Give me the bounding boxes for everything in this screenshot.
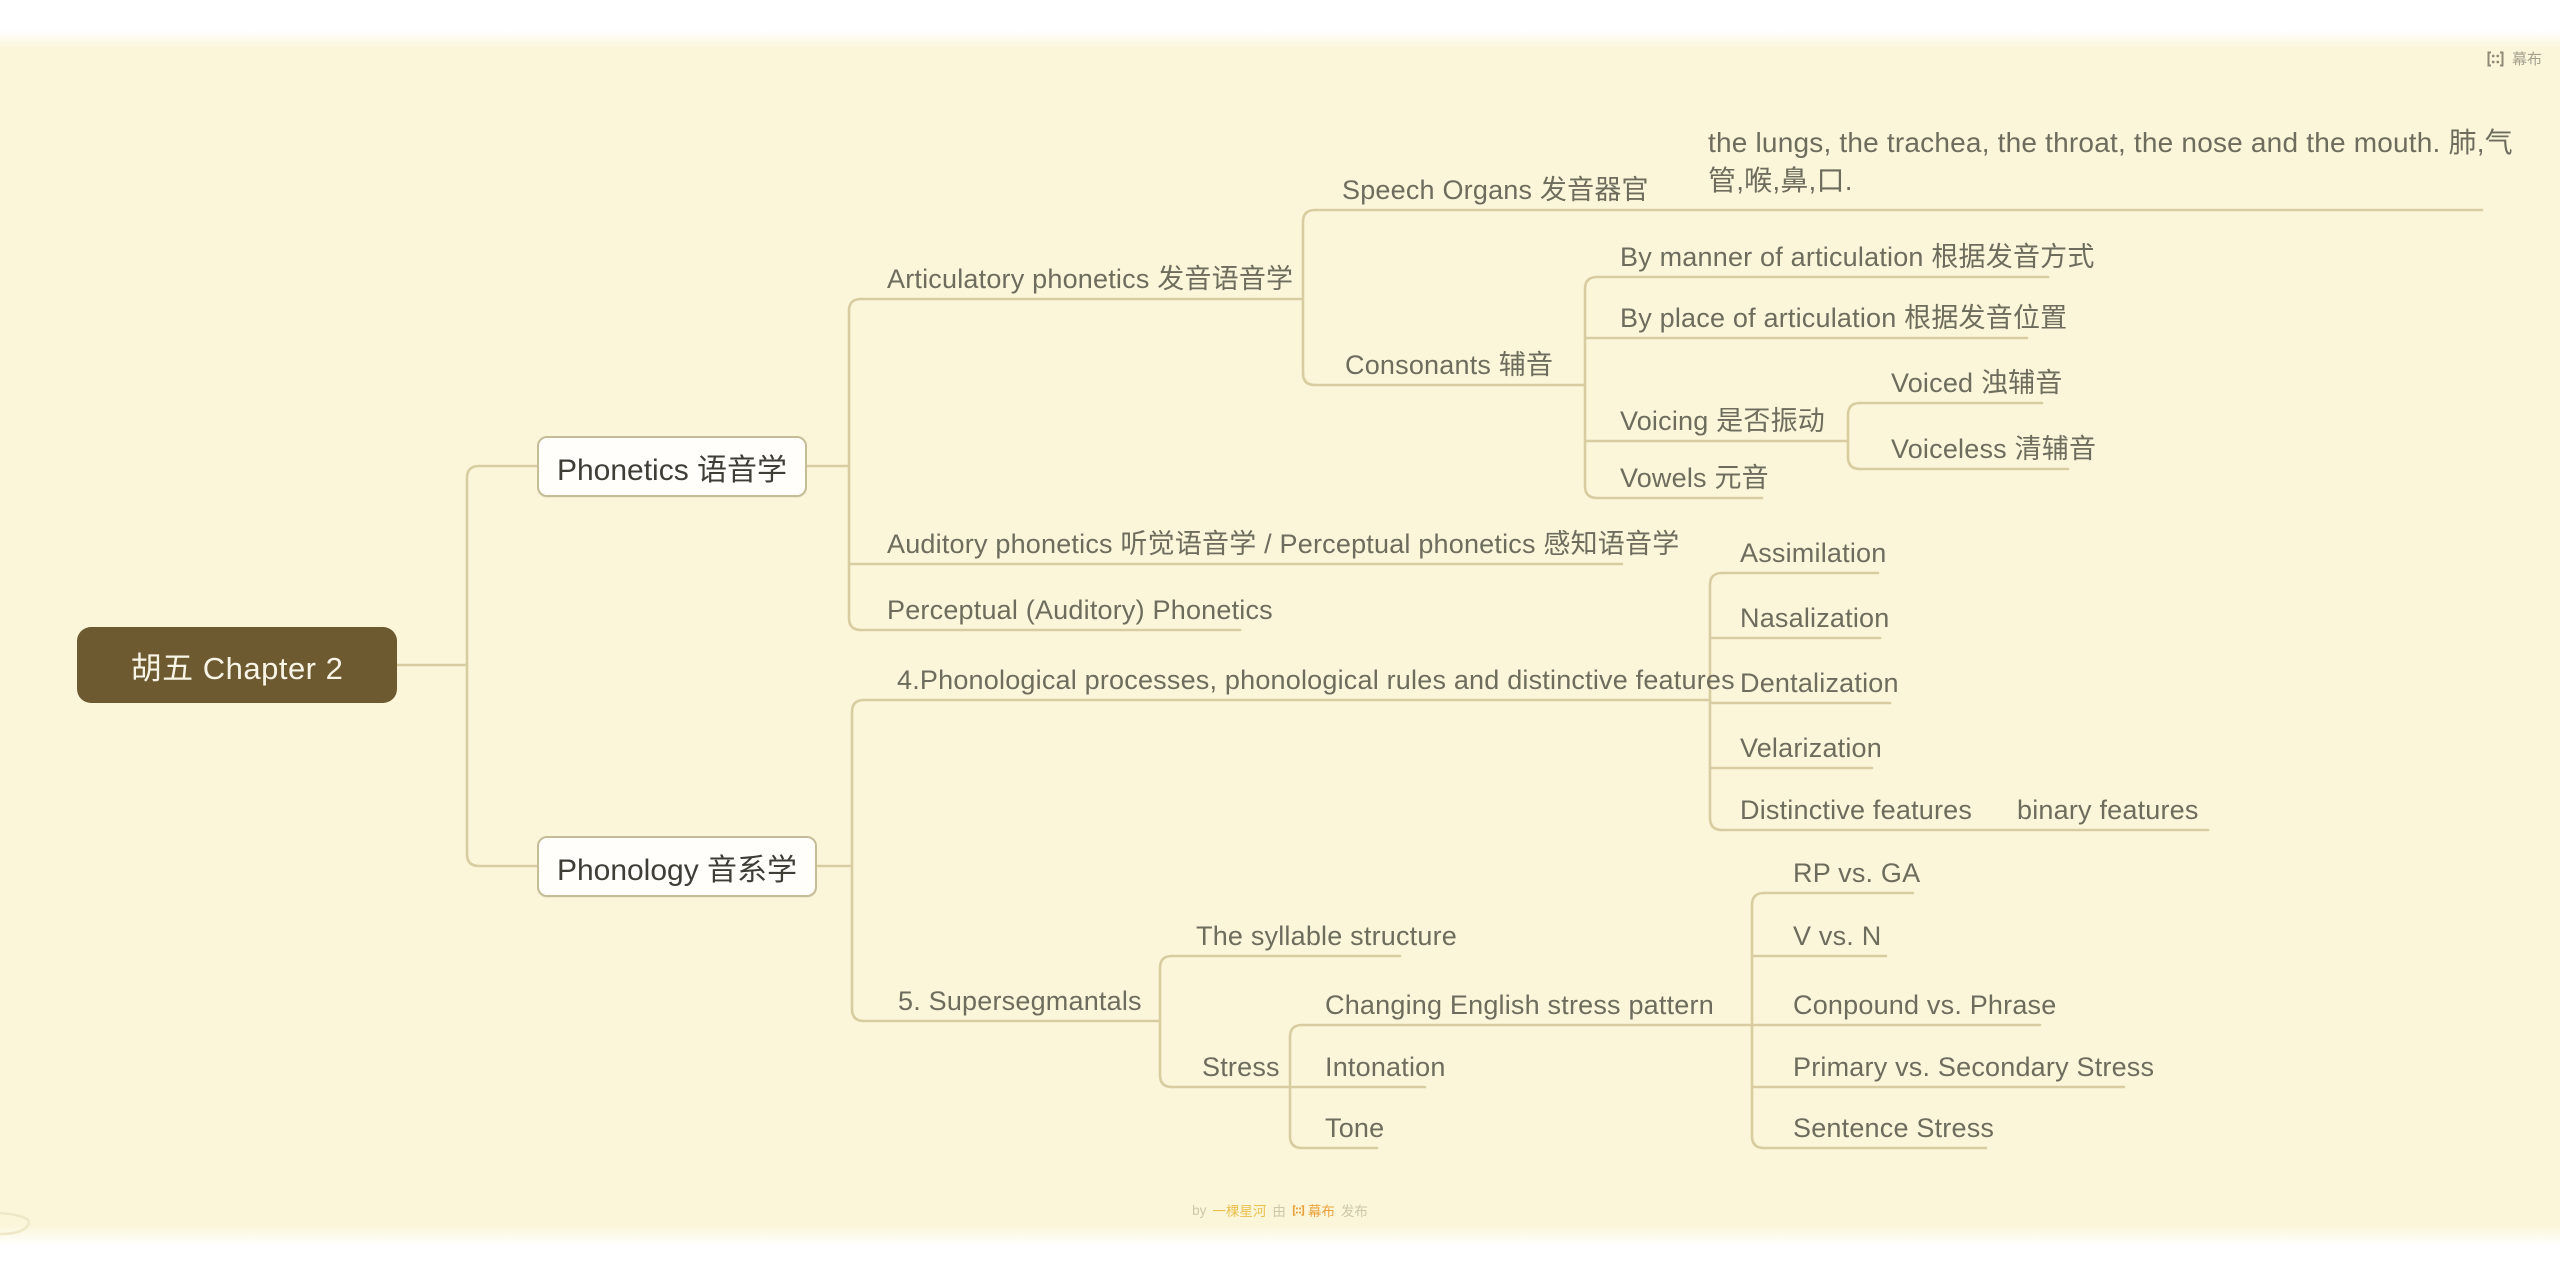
node-phonological-processes[interactable]: 4.Phonological processes, phonological r… [897, 665, 1735, 695]
node-dentalization[interactable]: Dentalization [1740, 668, 1899, 698]
node-sentence-stress[interactable]: Sentence Stress [1793, 1113, 1995, 1143]
node-compound-vs-phrase[interactable]: Conpound vs. Phrase [1793, 990, 2057, 1020]
mubu-logo-icon [2487, 51, 2504, 66]
watermark-author: 一棵星河 [1212, 1204, 1267, 1219]
node-root-label: 胡五 Chapter 2 [130, 650, 344, 686]
node-phonology-label: Phonology 音系学 [556, 853, 798, 887]
node-voiceless[interactable]: Voiceless 清辅音 [1891, 434, 2097, 464]
node-primary-vs-secondary-stress[interactable]: Primary vs. Secondary Stress [1793, 1052, 2155, 1082]
watermark-brand: 幕布 [1307, 1204, 1335, 1219]
publish-watermark[interactable]: by 一棵星河 由 幕布 发布 [0, 1200, 2560, 1220]
mindmap-canvas[interactable] [0, 30, 2560, 1246]
node-root[interactable]: 胡五 Chapter 2 [77, 627, 397, 703]
node-syllable-structure[interactable]: The syllable structure [1196, 921, 1458, 951]
node-changing-stress-pattern[interactable]: Changing English stress pattern [1325, 990, 1714, 1020]
node-phonetics[interactable]: Phonetics 语音学 [537, 436, 807, 497]
node-perceptual[interactable]: Perceptual (Auditory) Phonetics [887, 595, 1273, 625]
node-tone[interactable]: Tone [1325, 1113, 1385, 1143]
node-binary-features[interactable]: binary features [2017, 795, 2199, 825]
mubu-brand-label: 幕布 [2511, 51, 2542, 68]
node-assimilation[interactable]: Assimilation [1740, 538, 1887, 568]
node-voicing[interactable]: Voicing 是否振动 [1620, 406, 1825, 436]
node-consonants[interactable]: Consonants 辅音 [1345, 350, 1554, 380]
watermark-mubu-icon [1292, 1204, 1304, 1216]
node-velarization[interactable]: Velarization [1740, 733, 1882, 763]
node-rp-vs-ga[interactable]: RP vs. GA [1793, 858, 1921, 888]
node-nasalization[interactable]: Nasalization [1740, 603, 1890, 633]
node-auditory[interactable]: Auditory phonetics 听觉语音学 / Perceptual ph… [887, 529, 1680, 559]
watermark-publish: 发布 [1340, 1204, 1368, 1219]
node-v-vs-n[interactable]: V vs. N [1793, 921, 1882, 951]
node-distinctive-features[interactable]: Distinctive features [1740, 795, 1973, 825]
node-voiced[interactable]: Voiced 浊辅音 [1891, 368, 2063, 398]
node-speech-organs-detail[interactable]: the lungs, the trachea, the throat, the … [1708, 127, 2513, 196]
node-stress[interactable]: Stress [1202, 1052, 1280, 1082]
node-vowels[interactable]: Vowels 元音 [1620, 463, 1769, 493]
node-supersegmentals[interactable]: 5. Supersegmantals [898, 986, 1142, 1016]
node-by-place[interactable]: By place of articulation 根据发音位置 [1620, 303, 2068, 333]
node-articulatory[interactable]: Articulatory phonetics 发音语音学 [887, 264, 1294, 294]
watermark-by: by [1192, 1202, 1207, 1218]
node-by-manner[interactable]: By manner of articulation 根据发音方式 [1620, 242, 2095, 272]
node-phonology[interactable]: Phonology 音系学 [537, 836, 817, 897]
node-phonetics-label: Phonetics 语音学 [556, 453, 788, 487]
node-intonation[interactable]: Intonation [1325, 1052, 1446, 1082]
mubu-brand[interactable]: 幕布 [2486, 48, 2542, 69]
watermark-via: 由 [1272, 1204, 1286, 1219]
node-speech-organs[interactable]: Speech Organs 发音器官 [1342, 175, 1649, 205]
